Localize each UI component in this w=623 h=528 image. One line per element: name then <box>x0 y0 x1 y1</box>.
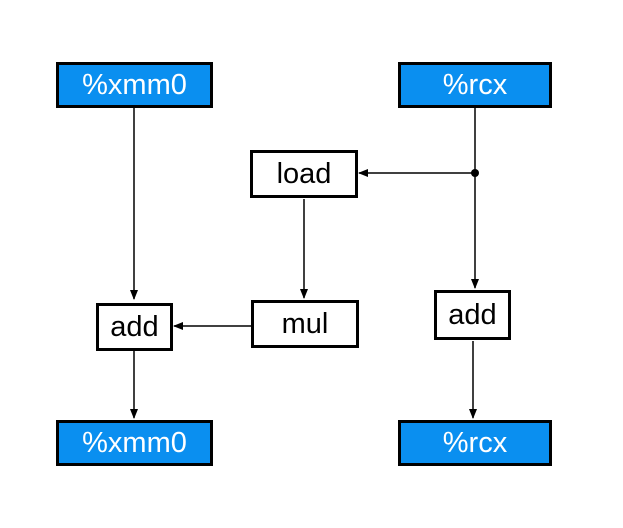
register-xmm0-input: %xmm0 <box>56 62 213 108</box>
load-node: load <box>250 150 358 198</box>
add-left-node: add <box>96 303 173 351</box>
register-rcx-input: %rcx <box>398 62 552 108</box>
register-rcx-output: %rcx <box>398 420 552 466</box>
add-right-node: add <box>434 290 511 340</box>
mul-node: mul <box>251 300 359 348</box>
register-xmm0-output: %xmm0 <box>56 420 213 466</box>
